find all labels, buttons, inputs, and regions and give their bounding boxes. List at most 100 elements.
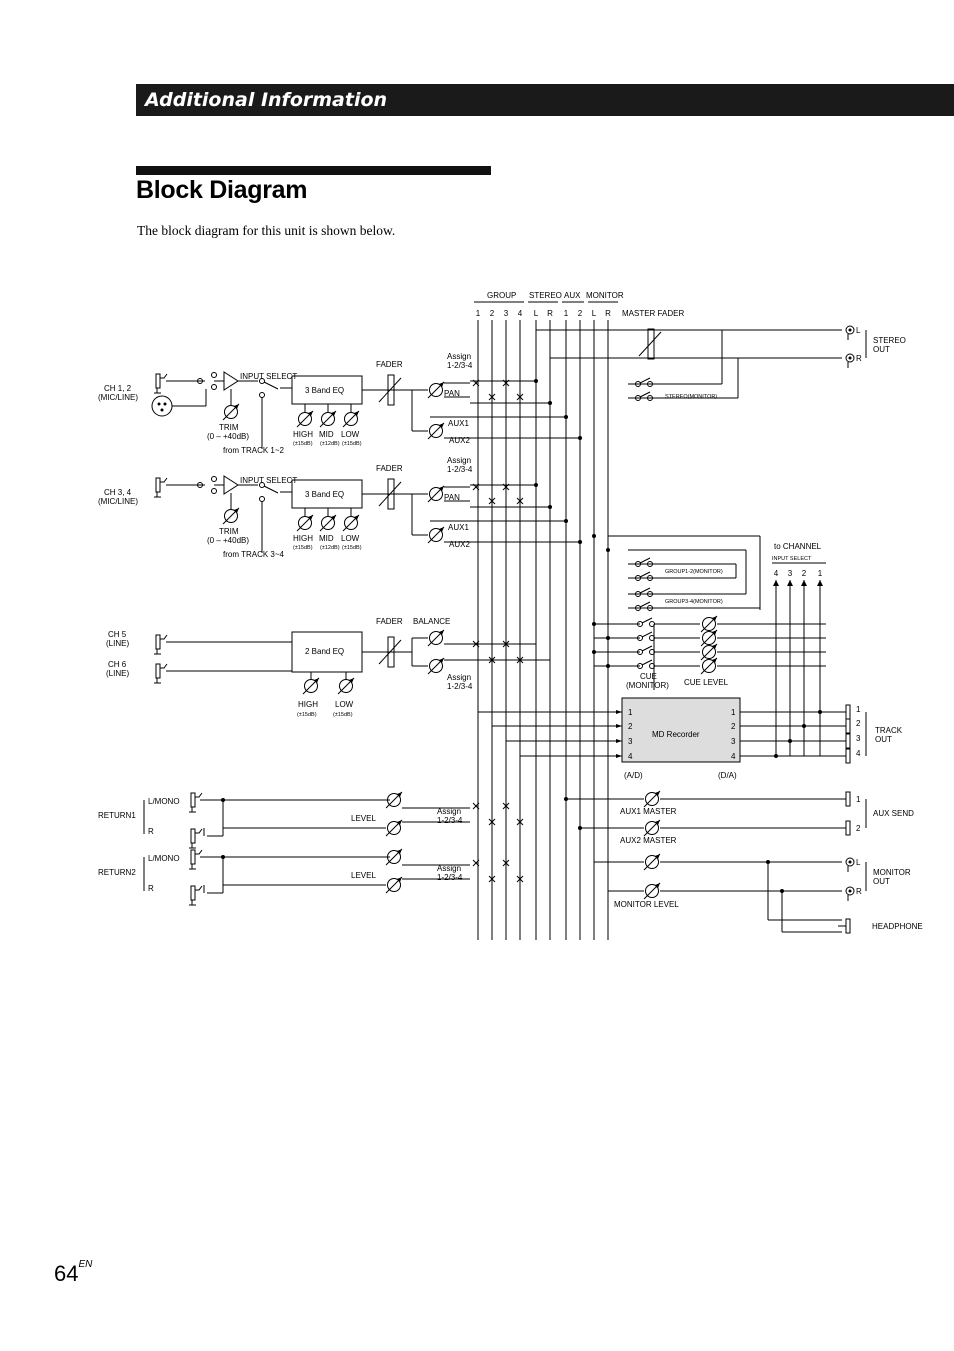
switch-contact: [647, 395, 653, 401]
control-knob-arrowhead: [712, 616, 717, 621]
bus-number: 2: [578, 309, 583, 318]
input-jack: [155, 373, 161, 389]
diagram-label: 1-2/3-4: [437, 873, 463, 882]
junction-dot: [221, 798, 225, 802]
switch-blade: [641, 659, 653, 666]
control-knob-arrowhead: [712, 658, 717, 663]
control-knob-arrowhead: [397, 820, 402, 825]
jack-tip: [195, 828, 203, 834]
aux-send-number: 1: [856, 795, 861, 804]
diagram-label: AUX2: [449, 436, 470, 445]
track-select-number: 3: [788, 569, 793, 578]
fader-arrow: [638, 331, 662, 357]
diagram-label: LEVEL: [351, 871, 376, 880]
switch-blade: [641, 631, 653, 638]
diagram-label: (D/A): [718, 771, 737, 780]
md-output-number: 3: [731, 737, 736, 746]
switch-contact: [259, 392, 265, 398]
input-jack: [155, 634, 161, 650]
control-knob-arrowhead: [439, 527, 444, 532]
diagram-label: GROUP1-2(MONITOR): [665, 569, 723, 575]
diagram-label: 1-2/3-4: [447, 361, 473, 370]
diagram-label: MASTER FADER: [622, 309, 684, 318]
bus-number: R: [547, 309, 553, 318]
xlr-pin: [160, 408, 164, 412]
diagram-label: AUX1 MASTER: [620, 807, 677, 816]
arrowhead: [787, 580, 793, 586]
switch-contact: [637, 663, 643, 669]
switch-blade: [641, 617, 653, 624]
bus-group-label: AUX: [564, 291, 581, 300]
diagram-label: CH 5: [108, 630, 127, 639]
fader-slot: [647, 328, 655, 360]
bus-number: L: [534, 309, 539, 318]
diagram-label: (±15dB): [342, 545, 362, 551]
diagram-label: to CHANNEL: [774, 542, 822, 551]
diagram-label: RETURN2: [98, 868, 136, 877]
diagram-label: Assign: [447, 456, 471, 465]
md-output-number: 1: [731, 708, 736, 717]
output-jack: [845, 820, 851, 836]
diagram-label: L: [856, 858, 861, 867]
diagram-label: AUX SEND: [873, 809, 914, 818]
junction-dot: [606, 548, 610, 552]
control-knob-arrowhead: [397, 849, 402, 854]
jack-tip: [160, 634, 168, 640]
assign-switch: [516, 818, 524, 826]
diagram-label: (MONITOR): [626, 681, 669, 690]
track-out-number: 4: [856, 749, 861, 758]
diagram-label: LOW: [341, 430, 360, 439]
assign-switch: [472, 640, 480, 648]
control-knob: [429, 383, 443, 397]
diagram-label: TRIM: [219, 527, 239, 536]
switch-blade: [639, 571, 651, 578]
switch-contact: [197, 378, 203, 384]
assign-switch: [502, 379, 510, 387]
arrowhead: [801, 580, 807, 586]
diagram-label: CH 1, 2: [104, 384, 132, 393]
fader-slot: [387, 478, 395, 510]
control-knob-arrowhead: [439, 486, 444, 491]
control-knob-arrowhead: [655, 791, 660, 796]
diagram-label: FADER: [376, 617, 403, 626]
control-knob-arrowhead: [439, 658, 444, 663]
junction-dot: [606, 636, 610, 640]
assign-switch: [472, 483, 480, 491]
diagram-label: from TRACK 1~2: [223, 446, 285, 455]
switch-contact: [211, 384, 217, 390]
diagram-label: L: [856, 326, 861, 335]
control-knob: [387, 850, 401, 864]
control-knob: [429, 659, 443, 673]
control-knob: [321, 412, 335, 426]
diagram-label: 1-2/3-4: [447, 465, 473, 474]
control-knob-arrowhead: [655, 883, 660, 888]
diagram-label: (A/D): [624, 771, 643, 780]
diagram-label: PAN: [444, 493, 460, 502]
track-select-number: 4: [774, 569, 779, 578]
diagram-label: 2 Band EQ: [305, 647, 344, 656]
junction-dot: [548, 401, 552, 405]
diagram-label: (±15dB): [333, 712, 353, 718]
junction-dot: [606, 664, 610, 668]
junction-dot: [774, 754, 778, 758]
output-jack: [845, 791, 851, 807]
output-jack: [845, 918, 851, 934]
control-knob: [224, 405, 238, 419]
diagram-label: Assign: [437, 807, 461, 816]
bus-number: 4: [518, 309, 523, 318]
diagram-label: (±15dB): [342, 441, 362, 447]
assign-switch: [472, 802, 480, 810]
junction-dot: [548, 505, 552, 509]
diagram-label: MONITOR LEVEL: [614, 900, 679, 909]
control-knob: [387, 793, 401, 807]
switch-contact: [637, 649, 643, 655]
diagram-label: (±15dB): [293, 441, 313, 447]
control-knob: [702, 659, 716, 673]
diagram-label: HIGH: [298, 700, 318, 709]
junction-dot: [592, 622, 596, 626]
control-knob: [321, 516, 335, 530]
control-knob: [702, 631, 716, 645]
rca-center: [848, 889, 852, 893]
control-knob-arrowhead: [439, 382, 444, 387]
page-title: Block Diagram: [136, 176, 308, 204]
